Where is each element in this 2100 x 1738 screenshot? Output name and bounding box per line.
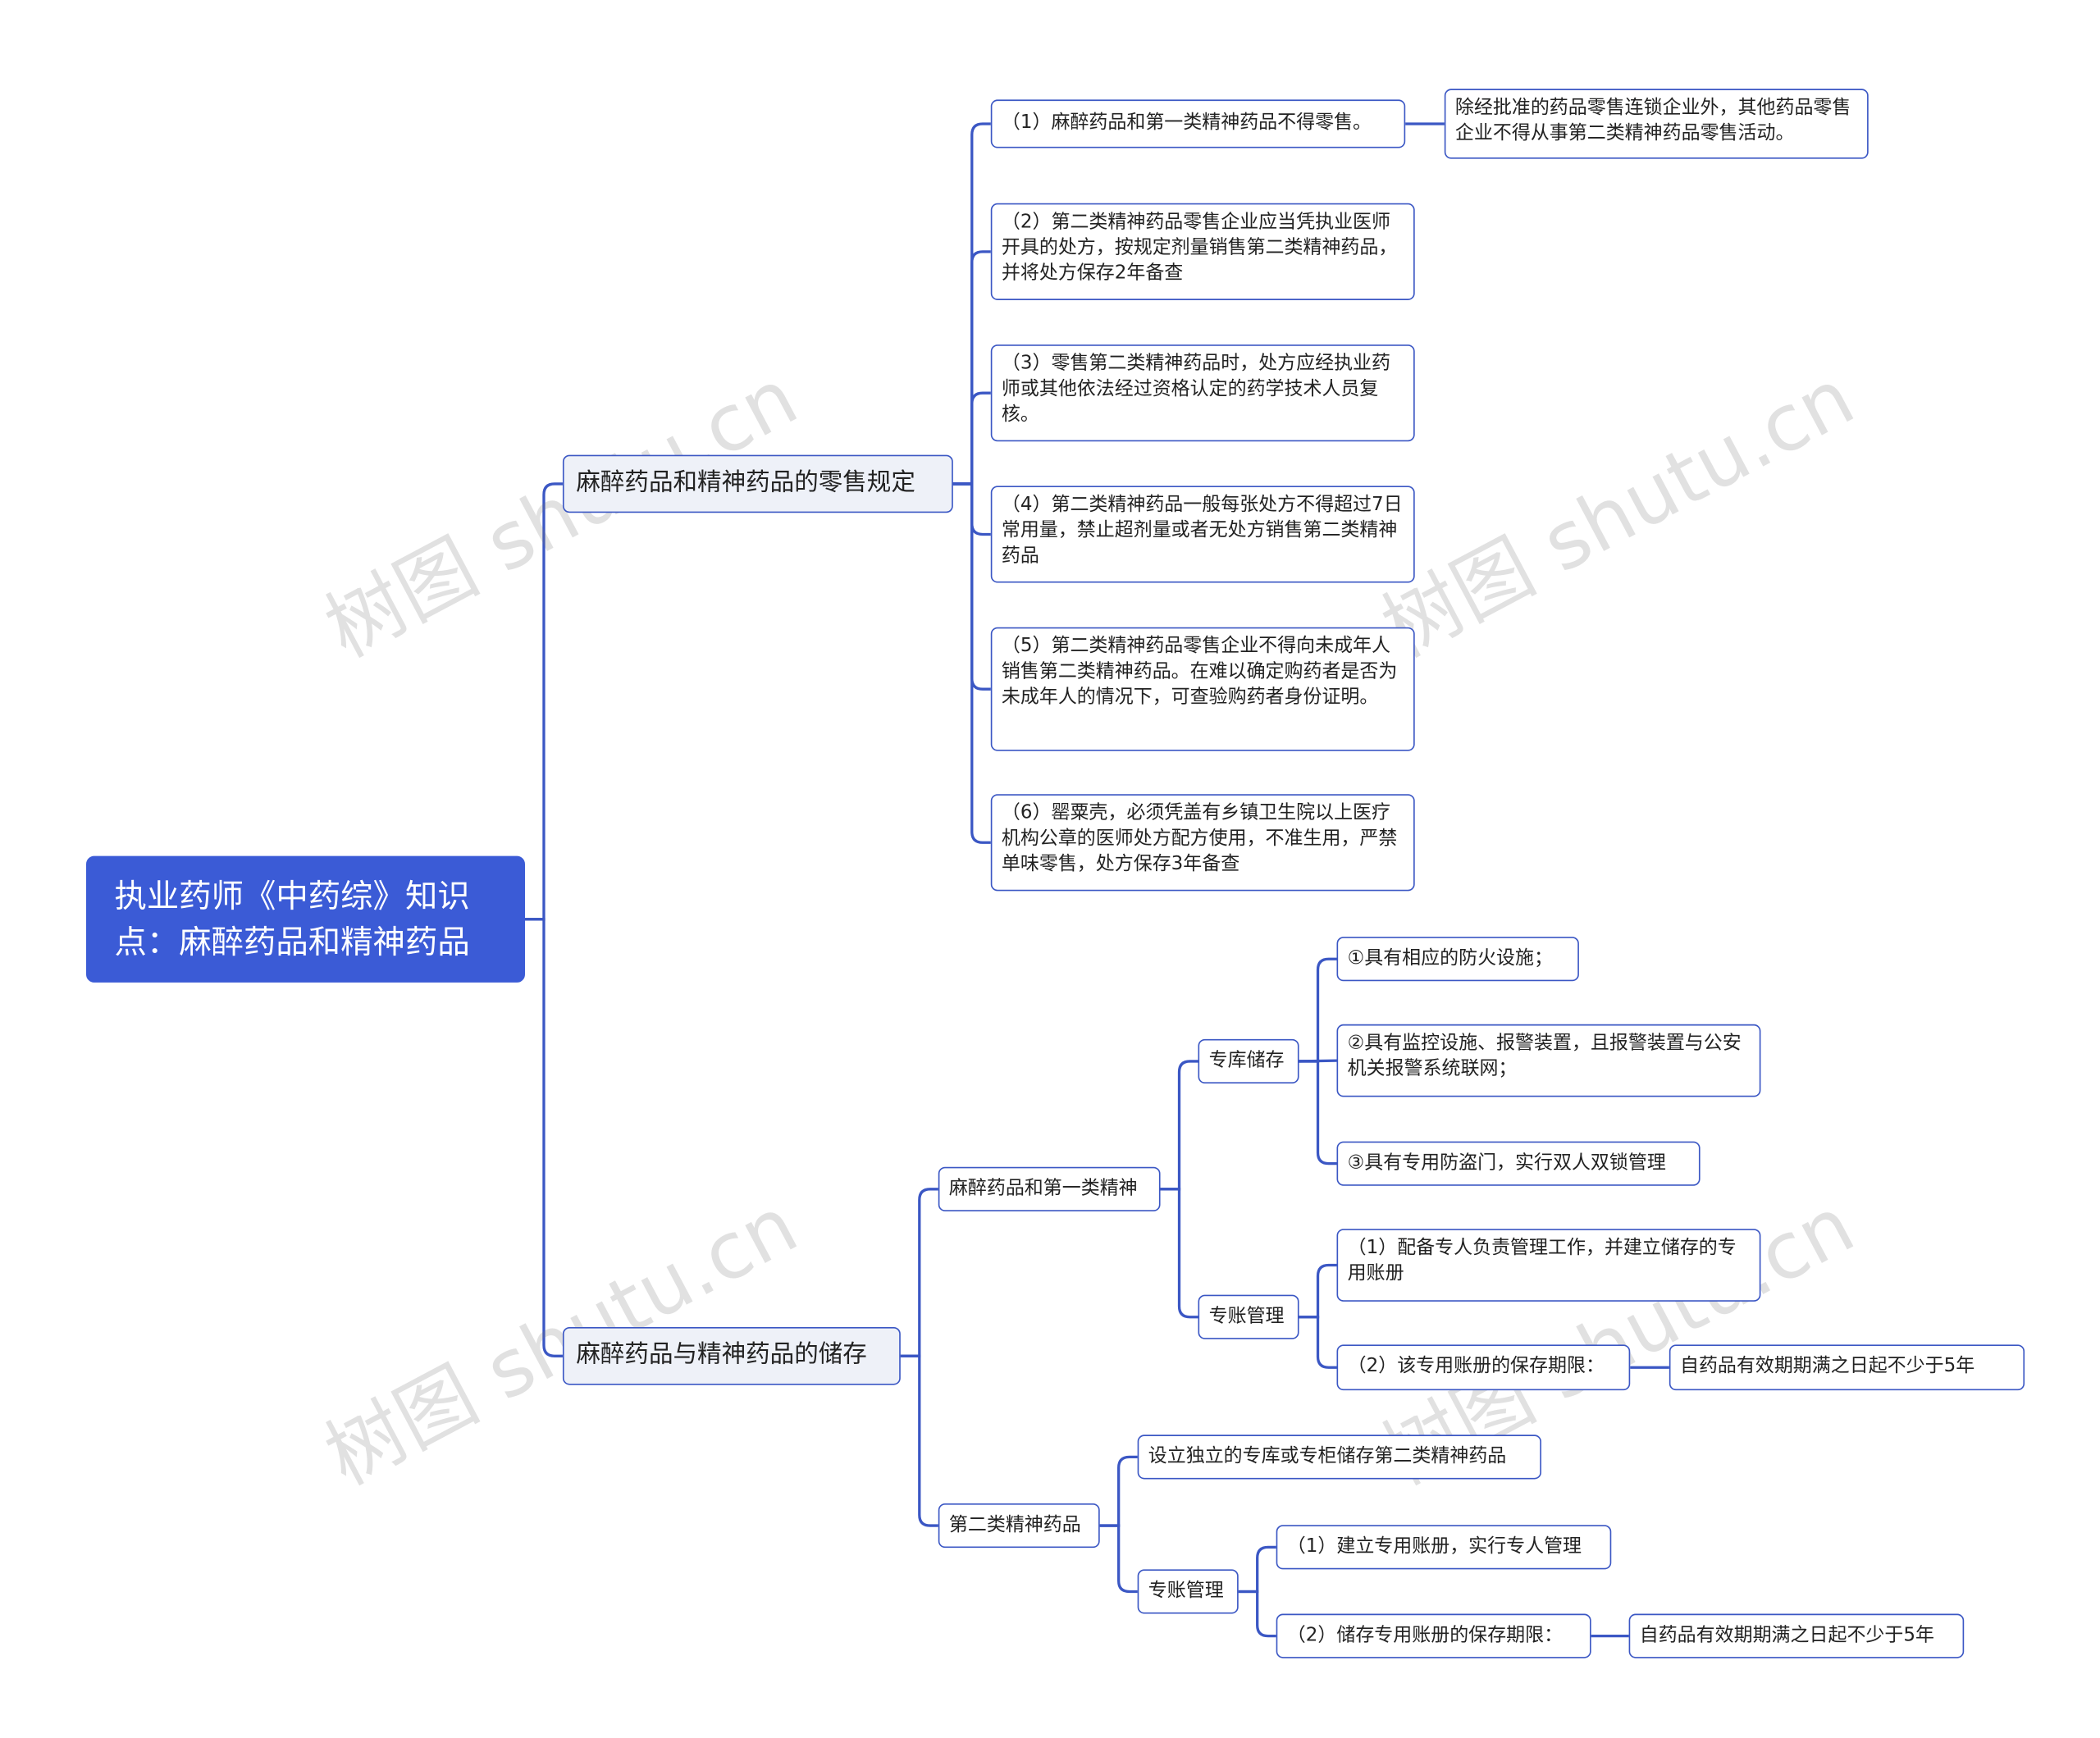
dedicated-ledger[interactable]: 专账管理 — [1198, 1294, 1299, 1339]
connector-line — [1099, 1524, 1138, 1594]
connector-line — [952, 122, 991, 486]
warehouse-req-fire[interactable]: ①具有相应的防火设施； — [1336, 937, 1579, 982]
psych2-ledger-retention[interactable]: （2）储存专用账册的保存期限： — [1276, 1613, 1591, 1658]
connector-line — [1160, 1060, 1198, 1191]
connector-line — [952, 391, 991, 486]
connector-line — [1238, 1590, 1276, 1638]
connector-line — [1299, 1263, 1337, 1319]
connector-line — [952, 250, 991, 486]
ledger-item-retention[interactable]: （2）该专用账册的保存期限： — [1336, 1344, 1631, 1391]
narcotic-first-class-psychotropic[interactable]: 麻醉药品和第一类精神 — [938, 1166, 1161, 1211]
connector-line — [1299, 957, 1337, 1063]
dedicated-warehouse[interactable]: 专库储存 — [1198, 1038, 1299, 1084]
retail-rule-1-note[interactable]: 除经批准的药品零售连锁企业外，其他药品零售企业不得从事第二类精神药品零售活动。 — [1444, 89, 1869, 159]
ledger-item-staff[interactable]: （1）配备专人负责管理工作，并建立储存的专用账册 — [1336, 1229, 1761, 1302]
psych2-ledger-staff[interactable]: （1）建立专用账册，实行专人管理 — [1276, 1525, 1612, 1570]
connector-line — [1299, 1316, 1337, 1369]
retail-rule-5[interactable]: （5）第二类精神药品零售企业不得向未成年人销售第二类精神药品。在难以确定购药者是… — [990, 627, 1415, 751]
warehouse-req-door[interactable]: ③具有专用防盗门，实行双人双锁管理 — [1336, 1141, 1701, 1186]
psych2-retention-period[interactable]: 自药品有效期期满之日起不少于5年 — [1628, 1613, 1965, 1658]
retail-rule-6[interactable]: （6）罂粟壳，必须凭盖有乡镇卫生院以上医疗机构公章的医师处方配方使用，不准生用，… — [990, 794, 1415, 892]
topic-storage[interactable]: 麻醉药品与精神药品的储存 — [562, 1327, 901, 1385]
psych2-dedicated-ledger[interactable]: 专账管理 — [1137, 1569, 1239, 1614]
connector-line — [900, 1188, 938, 1357]
retail-rule-2[interactable]: （2）第二类精神药品零售企业应当凭执业医师开具的处方，按规定剂量销售第二类精神药… — [990, 203, 1415, 300]
retail-rule-4[interactable]: （4）第二类精神药品一般每张处方不得超过7日常用量，禁止超剂量或者无处方销售第二… — [990, 486, 1415, 583]
independent-cabinet[interactable]: 设立独立的专库或专柜储存第二类精神药品 — [1137, 1435, 1541, 1480]
connector-line — [900, 1354, 938, 1527]
connector-line — [524, 918, 563, 1357]
topic-retail-rules[interactable]: 麻醉药品和精神药品的零售规定 — [562, 454, 953, 513]
connector-line — [1099, 1455, 1138, 1527]
retail-rule-1[interactable]: （1）麻醉药品和第一类精神药品不得零售。 — [990, 99, 1406, 148]
retail-rule-3[interactable]: （3）零售第二类精神药品时，处方应经执业药师或其他依法经过资格认定的药学技术人员… — [990, 344, 1415, 442]
second-class-psychotropic[interactable]: 第二类精神药品 — [938, 1503, 1100, 1549]
connector-line — [524, 482, 563, 921]
connector-line — [1299, 1060, 1337, 1166]
connector-line — [952, 482, 991, 844]
warehouse-req-alarm[interactable]: ②具有监控设施、报警装置，且报警装置与公安机关报警系统联网； — [1336, 1024, 1761, 1097]
root-topic[interactable]: 执业药师《中药综》知识点：麻醉药品和精神药品 — [86, 855, 525, 983]
ledger-retention-period[interactable]: 自药品有效期期满之日起不少于5年 — [1669, 1344, 2025, 1391]
connector-line — [1160, 1188, 1198, 1319]
connector-line — [1238, 1545, 1276, 1594]
